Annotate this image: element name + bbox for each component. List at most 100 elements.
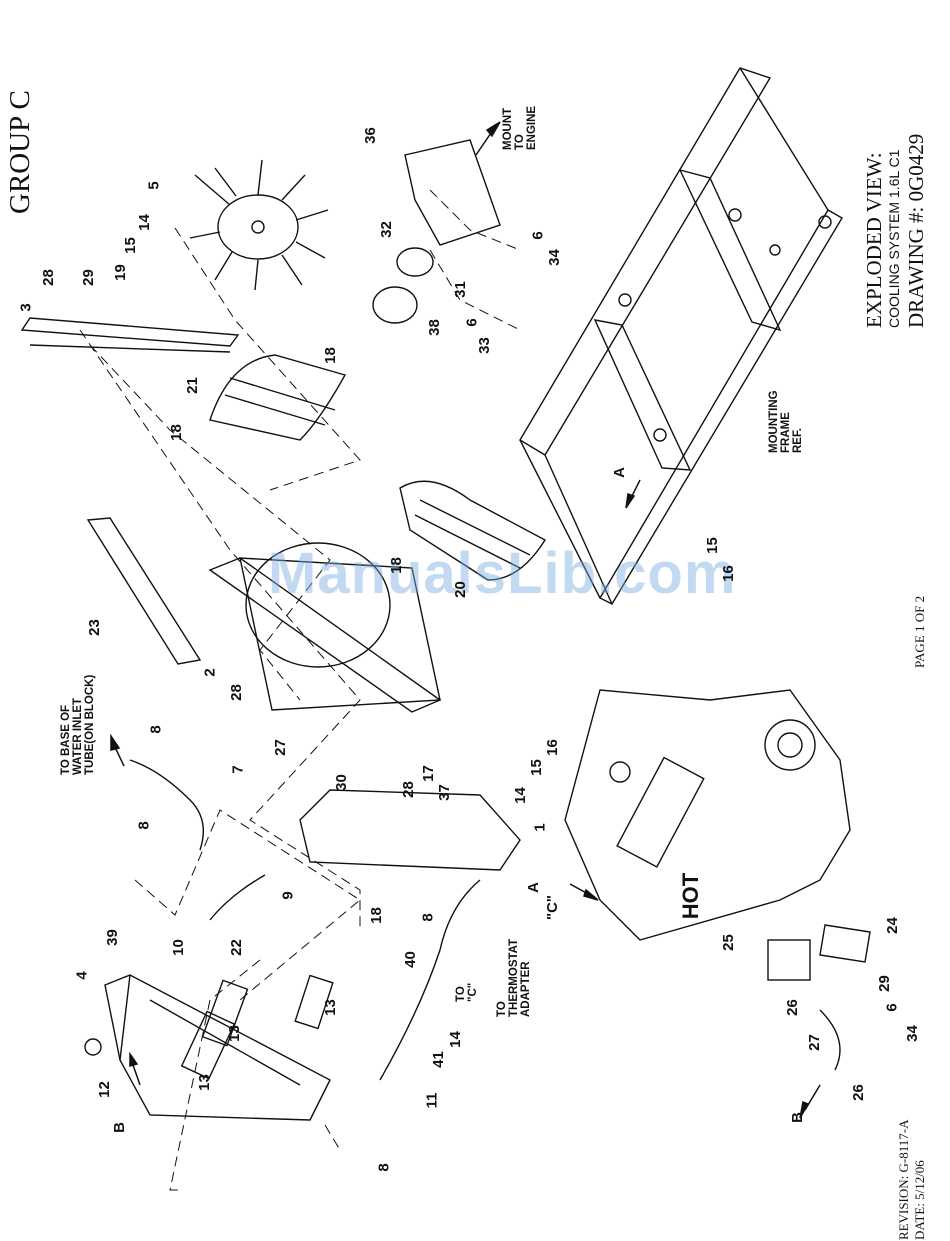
- callout-8b: 8: [135, 821, 153, 830]
- plate-1: [299, 789, 521, 871]
- drawing-subtitle: COOLING SYSTEM 1.6L C1: [886, 149, 902, 328]
- fan-guard-21: [209, 354, 347, 441]
- mount-bracket-32: [404, 139, 501, 246]
- callout-8c: 8: [419, 913, 437, 922]
- callout-8a: 8: [147, 725, 165, 734]
- callout-29: 29: [79, 269, 97, 286]
- plate-23: [86, 517, 202, 665]
- callout-23: 23: [85, 619, 103, 636]
- callout-13a: 13: [321, 999, 339, 1016]
- callout-5: 5: [145, 181, 163, 190]
- hot-label: HOT: [678, 872, 704, 920]
- callout-a2: A: [524, 882, 542, 893]
- callout-18a: 18: [321, 347, 339, 364]
- callout-1: 1: [531, 823, 549, 832]
- note-to-c: TO"C": [455, 982, 480, 1002]
- callout-26a: 26: [783, 999, 801, 1016]
- callout-6c: 6: [883, 1003, 901, 1012]
- callout-41: 41: [429, 1051, 447, 1068]
- callout-7: 7: [229, 765, 247, 774]
- isolator-31: [396, 247, 434, 277]
- callout-16: 16: [719, 565, 737, 582]
- fan-guard-20: [399, 480, 546, 581]
- callout-38: 38: [425, 319, 443, 336]
- callout-15c: 15: [527, 759, 545, 776]
- callout-31: 31: [451, 281, 469, 298]
- callout-18b: 18: [167, 424, 185, 441]
- callout-19: 19: [111, 264, 129, 281]
- callout-36: 36: [361, 127, 379, 144]
- fan-blade: [189, 159, 329, 291]
- hose-9: [209, 874, 266, 921]
- ref-c: "C": [544, 894, 562, 921]
- callout-18c: 18: [387, 557, 405, 574]
- group-title: GROUP C: [4, 90, 36, 214]
- callout-9: 9: [279, 891, 297, 900]
- callout-14c: 14: [446, 1031, 464, 1048]
- callout-24: 24: [883, 917, 901, 934]
- callout-20: 20: [451, 581, 469, 598]
- callout-3: 3: [17, 303, 35, 312]
- callout-11: 11: [423, 1092, 441, 1109]
- callout-14b: 14: [511, 787, 529, 804]
- radiator: [84, 974, 334, 1121]
- callout-6b: 6: [463, 318, 481, 327]
- bracket-3: [20, 317, 240, 347]
- callout-28c: 28: [399, 781, 417, 798]
- callout-15: 15: [121, 237, 139, 254]
- page-number: PAGE 1 OF 2: [912, 595, 927, 668]
- callout-14: 14: [135, 214, 153, 231]
- callout-a: A: [610, 467, 628, 478]
- callout-34b: 34: [903, 1025, 921, 1042]
- callout-21: 21: [183, 377, 201, 394]
- callout-33: 33: [475, 337, 493, 354]
- callout-28b: 28: [227, 684, 245, 701]
- drawing-title: EXPLODED VIEW:: [862, 152, 886, 328]
- hose-11: [379, 879, 481, 1081]
- callout-13b: 13: [225, 1025, 243, 1042]
- tank-25: [767, 939, 811, 981]
- engine: [564, 689, 851, 941]
- callout-26b: 26: [849, 1084, 867, 1101]
- isolator-38: [372, 286, 418, 324]
- callout-b2: B: [788, 1112, 806, 1123]
- callout-30: 30: [332, 774, 350, 791]
- callout-13c: 13: [195, 1074, 213, 1091]
- drawing-number: DRAWING #: 0G0429: [904, 133, 928, 328]
- callout-29b: 29: [875, 975, 893, 992]
- callout-2: 2: [201, 668, 219, 677]
- watermark: ManualsLib.com: [268, 541, 737, 606]
- callout-32: 32: [377, 221, 395, 238]
- callout-22: 22: [227, 939, 245, 956]
- bracket-24: [819, 924, 871, 963]
- callout-6: 6: [529, 231, 547, 240]
- callout-18d: 18: [367, 907, 385, 924]
- callout-25: 25: [719, 934, 737, 951]
- revision-date: DATE: 5/12/06: [912, 1160, 927, 1240]
- callout-8d: 8: [375, 1163, 393, 1172]
- callout-12: 12: [95, 1081, 113, 1098]
- callout-39: 39: [103, 929, 121, 946]
- callout-16b: 16: [543, 739, 561, 756]
- callout-17: 17: [419, 765, 437, 782]
- callout-28: 28: [39, 269, 57, 286]
- callout-b: B: [110, 1122, 128, 1133]
- callout-27: 27: [271, 739, 289, 756]
- revision: REVISION: G-8117-A: [896, 1119, 911, 1240]
- callout-10: 10: [169, 939, 187, 956]
- hose-27: [819, 1009, 841, 1071]
- hose-7: [129, 759, 204, 851]
- mounting-frame: [519, 67, 843, 605]
- callout-4: 4: [73, 971, 91, 980]
- callout-15b: 15: [703, 537, 721, 554]
- callout-34: 34: [545, 249, 563, 266]
- callout-37: 37: [435, 784, 453, 801]
- fan-shroud: [208, 542, 442, 713]
- callout-27b: 27: [805, 1034, 823, 1051]
